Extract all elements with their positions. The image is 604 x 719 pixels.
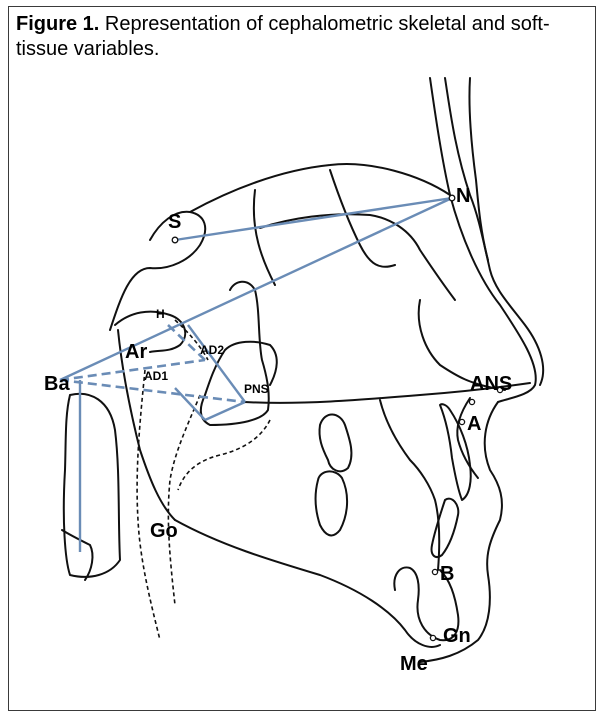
label-S: S <box>168 211 181 233</box>
line-S-N <box>174 196 453 242</box>
point-S <box>171 236 179 244</box>
line-Ba-PNS <box>59 378 246 404</box>
point-A2 <box>458 418 466 426</box>
label-AD1: AD1 <box>144 369 168 383</box>
label-H: H <box>156 307 165 321</box>
line-AD1-PNS-b <box>204 400 246 422</box>
label-Gn: Gn <box>443 625 471 647</box>
label-ANS: ANS <box>470 373 512 395</box>
point-N <box>448 194 456 202</box>
line-PNS-H <box>187 324 246 403</box>
point-ANS <box>496 386 504 394</box>
airway-anterior <box>167 394 201 606</box>
landmark-points <box>171 194 504 642</box>
soft-tissue-lips-chin <box>419 401 503 663</box>
soft-tissue-forehead <box>444 77 545 386</box>
incisor-upper <box>439 403 472 501</box>
label-PNS: PNS <box>244 382 269 396</box>
line-AD1-PNS <box>174 387 206 421</box>
line-H-AD2 <box>167 324 206 361</box>
ramus-outline <box>117 329 176 521</box>
figure-caption: Figure 1. Representation of cephalometri… <box>16 12 588 62</box>
cranial-base <box>109 210 207 331</box>
vertebra-body <box>61 529 94 581</box>
nasal-inner <box>468 77 489 261</box>
label-Go: Go <box>150 520 178 542</box>
label-B: B <box>440 563 454 585</box>
label-Me: Me <box>400 653 428 675</box>
mandible-inner <box>379 399 441 571</box>
mandible-border <box>174 519 441 648</box>
soft-palate <box>204 340 278 396</box>
molar-lower <box>314 470 348 537</box>
incisor-lower <box>430 497 460 558</box>
anterior-cranial-base <box>189 163 451 213</box>
point-B <box>431 568 439 576</box>
cervical-vertebra <box>62 392 121 578</box>
condyle-outline <box>114 310 187 353</box>
skull-outlines <box>61 77 545 663</box>
caption-text: Representation of cephalometric skeletal… <box>16 13 550 60</box>
landmark-labels: S N H Ar AD2 Ba AD1 PNS ANS A Go B Gn Me <box>44 185 512 675</box>
forehead-nose-profile <box>429 77 537 403</box>
maxilla-outline <box>417 299 506 391</box>
label-A: A <box>467 413 481 435</box>
label-Ar: Ar <box>125 341 147 363</box>
line-Ba-AD2 <box>59 358 206 382</box>
tongue-dash <box>177 419 271 491</box>
orbit-outline <box>252 169 396 286</box>
label-AD2: AD2 <box>200 343 224 357</box>
anterior-maxilla <box>456 397 479 479</box>
line-Ba-N <box>59 196 453 382</box>
symphysis <box>393 566 460 642</box>
label-N: N <box>456 185 470 207</box>
caption-prefix: Figure 1. <box>16 13 100 35</box>
molar-upper <box>318 413 353 473</box>
zygomatic-outline <box>259 213 456 301</box>
airway-posterior <box>136 369 161 641</box>
reference-lines <box>59 196 453 552</box>
point-A <box>468 398 476 406</box>
point-Gn <box>429 634 437 642</box>
palatal-plane <box>244 382 531 404</box>
label-Ba: Ba <box>44 373 70 395</box>
